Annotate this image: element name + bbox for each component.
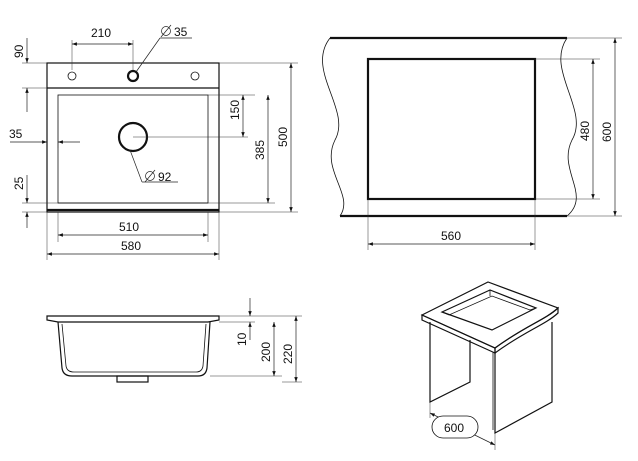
tap-hole <box>126 69 140 83</box>
dim-width-inner: 510 <box>119 220 139 234</box>
dim-cutout-width: 560 <box>441 229 461 243</box>
bowl-outline <box>57 94 209 204</box>
dim-rim: 10 <box>235 332 249 346</box>
dim-cabinet-depth: 600 <box>600 122 614 142</box>
countertop-front-face <box>421 314 496 354</box>
dim-side-margin: 35 <box>9 127 23 141</box>
dim-cutout-depth: 480 <box>578 121 592 141</box>
dim-total-height: 220 <box>281 344 295 364</box>
break-line-left <box>322 37 345 217</box>
dim-tap-offset: 210 <box>91 26 111 40</box>
iso-view: 600 <box>420 281 560 450</box>
mount-hole-left <box>67 71 77 81</box>
sink-outline <box>46 62 220 213</box>
break-line-right <box>560 37 577 217</box>
top-view: 210 35 92 90 35 25 <box>9 24 298 260</box>
cutout-opening <box>440 289 538 331</box>
dim-badge <box>431 415 479 439</box>
countertop-right-face <box>494 306 559 355</box>
cabinet-left-panel <box>429 322 471 403</box>
bowl-profile <box>57 321 211 377</box>
cutout-inner-wall <box>441 295 537 316</box>
bowl-profile-inner <box>61 323 207 373</box>
diameter-icon <box>144 169 156 183</box>
cabinet-right-panel <box>494 322 553 435</box>
mount-hole-right <box>190 71 200 81</box>
side-view: 10 200 220 <box>46 298 302 383</box>
dim-front-margin: 25 <box>12 176 26 190</box>
dim-drain-hole: 92 <box>158 170 172 184</box>
dim-bowl-depth: 200 <box>259 342 273 362</box>
drain-stub <box>116 375 149 383</box>
diameter-icon <box>160 24 172 38</box>
dim-width-outer: 580 <box>121 239 141 253</box>
dim-depth-outer: 500 <box>276 127 290 147</box>
dim-cabinet-width: 600 <box>444 421 464 435</box>
dim-back-strip: 90 <box>12 44 26 58</box>
dim-drain-offset: 150 <box>228 100 242 120</box>
dim-tap-hole: 35 <box>174 25 188 39</box>
cutout-outline <box>366 57 537 201</box>
dim-depth-inner: 385 <box>253 140 267 160</box>
rim-outline <box>46 315 220 323</box>
cabinet-view: 480 600 560 <box>322 36 622 250</box>
